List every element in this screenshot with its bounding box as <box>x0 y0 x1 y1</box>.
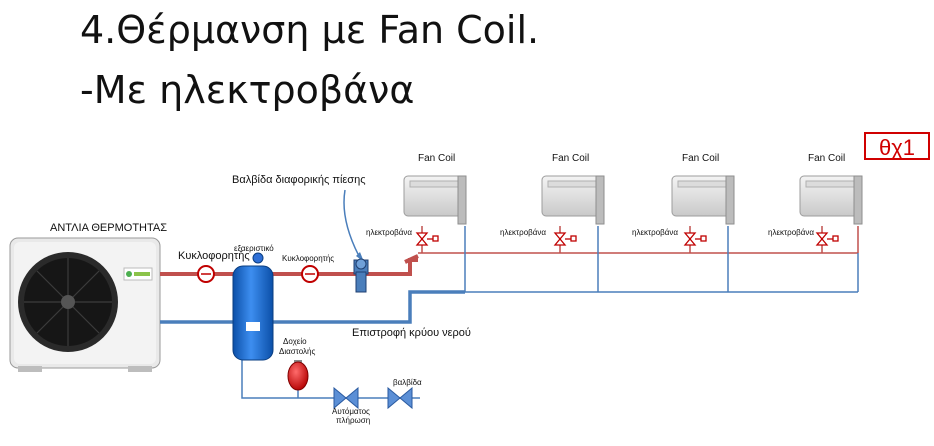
title-line-2: -Με ηλεκτροβάνα <box>80 68 415 112</box>
solenoid-valve-2 <box>553 232 577 246</box>
circulator-pump-2 <box>301 265 319 283</box>
fan-coil-unit-3 <box>671 175 735 225</box>
circulator-label-2: Κυκλοφορητής <box>282 254 335 263</box>
title-line-1: 4.Θέρμανση με Fan Coil. <box>80 8 540 52</box>
fan-coil-title-3: Fan Coil <box>682 153 720 164</box>
expansion-label-line2: Διαστολής <box>279 347 316 356</box>
return-pipe-label: Επιστροφή κρύου νερού <box>352 327 471 339</box>
dp-valve-label: Βαλβίδα διαφορικής πίεσης <box>232 174 366 186</box>
expansion-vessel <box>287 360 309 391</box>
solenoid-valve-4 <box>815 232 839 246</box>
solenoid-label-4: ηλεκτροβάνα <box>768 228 815 237</box>
fan-coil-title-2: Fan Coil <box>552 153 590 164</box>
circulator-pump-1 <box>197 265 215 283</box>
fan-coil-unit-1 <box>403 175 467 225</box>
solenoid-label-1: ηλεκτροβάνα <box>366 228 413 237</box>
solenoid-valve-3 <box>683 232 707 246</box>
fan-coil-title-4: Fan Coil <box>808 153 846 164</box>
cold-return-pipe <box>160 226 859 399</box>
auto-fill-label-line2: πλήρωση <box>336 416 371 425</box>
solenoid-label-2: ηλεκτροβάνα <box>500 228 547 237</box>
auto-fill-label-line1: Αυτόματος <box>332 407 370 416</box>
auto-fill-valve <box>333 386 359 410</box>
solenoid-valve-1 <box>415 232 439 246</box>
heat-pump-label: ΑΝΤΛΙΑ ΘΕΡΜΟΤΗΤΑΣ <box>50 222 168 234</box>
valve-label: βαλβίδα <box>393 378 422 387</box>
heat-pump-unit <box>9 237 161 372</box>
slide-badge: θχ1 <box>864 132 930 160</box>
expansion-label-line1: Δοχείο <box>283 337 307 346</box>
fan-coil-unit-2 <box>541 175 605 225</box>
ball-valve <box>387 386 413 410</box>
differential-pressure-valve <box>353 258 369 293</box>
fan-coil-unit-4 <box>799 175 863 225</box>
fan-coil-title-1: Fan Coil <box>418 153 456 164</box>
circulator-label-1: Κυκλοφορητής <box>178 250 250 262</box>
exchanger-label: εξαεριστικό <box>234 244 274 253</box>
buffer-tank <box>232 252 274 361</box>
solenoid-label-3: ηλεκτροβάνα <box>632 228 679 237</box>
